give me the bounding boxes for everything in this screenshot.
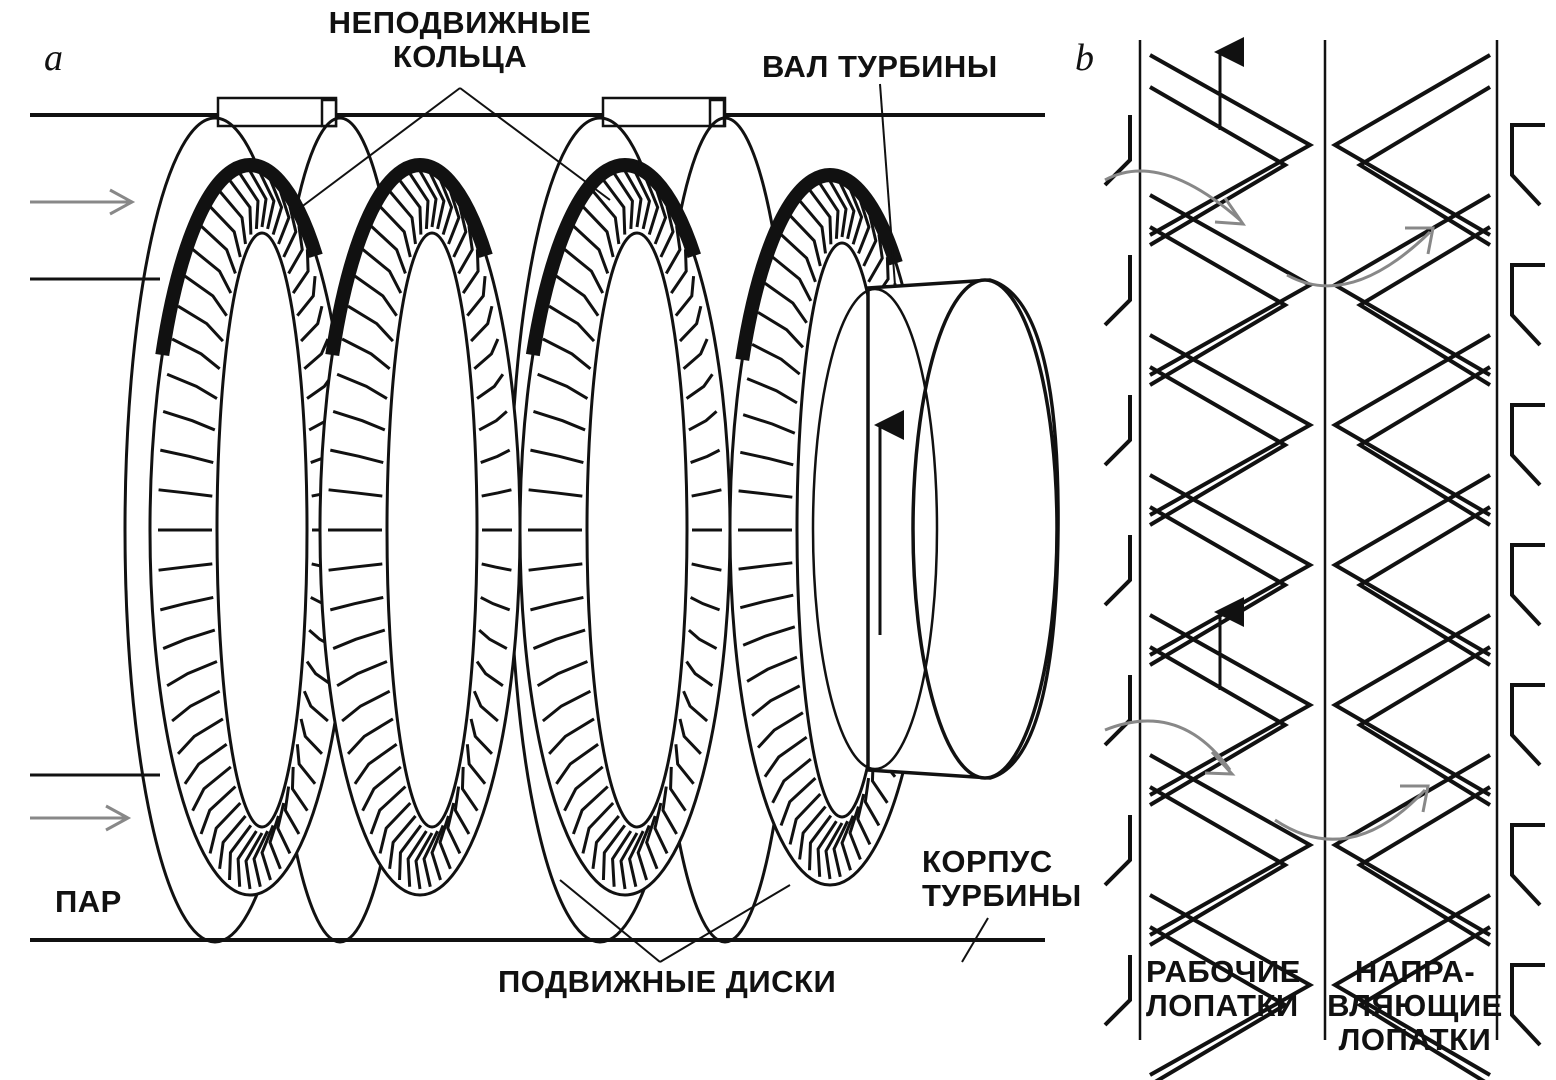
working-blades-line-2: ЛОПАТКИ (1146, 988, 1299, 1023)
edge-vane (1510, 823, 1545, 907)
guide-blade-edge (1356, 785, 1492, 947)
blade-flow-arrows (1104, 169, 1435, 841)
moving-discs-label: ПОДВИЖНЫЕ ДИСКИ (498, 964, 837, 999)
guide-blades-line-2: ВЛЯЮЩИЕ (1327, 988, 1503, 1023)
guide-blade (1331, 753, 1492, 937)
leader-lines (299, 83, 989, 963)
guide-blade (1331, 613, 1492, 797)
moving-disc (148, 158, 352, 897)
working-blade (1149, 893, 1315, 1077)
guide-blade-edge (1356, 85, 1492, 247)
working-blade (1149, 613, 1315, 797)
ring-clamps (216, 96, 727, 128)
guide-blades-line-3: ЛОПАТКИ (1338, 1022, 1492, 1057)
edge-vane (1510, 403, 1545, 487)
fixed-rings-line-1: НЕПОДВИЖНЫЕ (328, 5, 592, 40)
guide-blade (1331, 473, 1492, 657)
moving-disc (318, 158, 522, 897)
fixed-rings-line-2: КОЛЬЦА (392, 39, 528, 74)
edge-vane (1103, 395, 1132, 467)
moving-disc (518, 158, 732, 897)
casing-label: КОРПУС ТУРБИНЫ (922, 845, 1082, 913)
working-blade (1149, 333, 1315, 517)
steam-label: ПАР (55, 884, 122, 919)
working-blade-edge (1148, 645, 1289, 807)
edge-vane (1103, 535, 1132, 607)
guide-blades-line-1: НАПРА- (1354, 954, 1476, 989)
turbine-stages (123, 116, 932, 944)
turbine-shaft-label: ВАЛ ТУРБИНЫ (762, 49, 998, 84)
fixed-rings-label: НЕПОДВИЖНЫЕ КОЛЬЦА (300, 6, 620, 74)
steam-flow-arrows (30, 188, 136, 832)
guide-blade (1331, 893, 1492, 1077)
casing-line-1: КОРПУС (922, 844, 1053, 879)
working-blade-edge (1148, 225, 1289, 387)
blade-cascade (1103, 40, 1545, 1080)
turbine-casing-lines (30, 113, 1045, 942)
edge-vane (1510, 123, 1545, 207)
guide-blade-edge (1356, 505, 1492, 667)
panel-b-label: b (1075, 37, 1094, 79)
edge-vane (1510, 543, 1545, 627)
edge-vane (1510, 683, 1545, 767)
working-blades-label: РАБОЧИЕ ЛОПАТКИ (1146, 955, 1301, 1023)
working-blade-edge (1148, 505, 1289, 667)
edge-vane (1510, 963, 1545, 1047)
turbine-shaft (811, 278, 1060, 780)
edge-vane (1103, 955, 1132, 1027)
guide-blade-edge (1356, 365, 1492, 527)
working-blade (1149, 753, 1315, 937)
edge-vane (1103, 675, 1132, 747)
working-blade-edge (1148, 925, 1289, 1080)
panel-a-label: a (44, 37, 63, 79)
edge-vane (1510, 263, 1545, 347)
guide-blade-edge (1356, 225, 1492, 387)
edge-vane (1103, 255, 1132, 327)
guide-blades-label: НАПРА- ВЛЯЮЩИЕ ЛОПАТКИ (1325, 955, 1505, 1057)
guide-blade (1331, 333, 1492, 517)
edge-vane (1103, 815, 1132, 887)
working-blades-line-1: РАБОЧИЕ (1146, 954, 1301, 989)
guide-blade-edge (1356, 645, 1492, 807)
guide-blade-edge (1356, 925, 1492, 1080)
guide-blade (1331, 53, 1492, 237)
working-blade-edge (1148, 365, 1289, 527)
working-blade-edge (1148, 785, 1289, 947)
working-blade (1149, 473, 1315, 657)
working-blade (1149, 53, 1315, 237)
casing-line-2: ТУРБИНЫ (922, 878, 1082, 913)
